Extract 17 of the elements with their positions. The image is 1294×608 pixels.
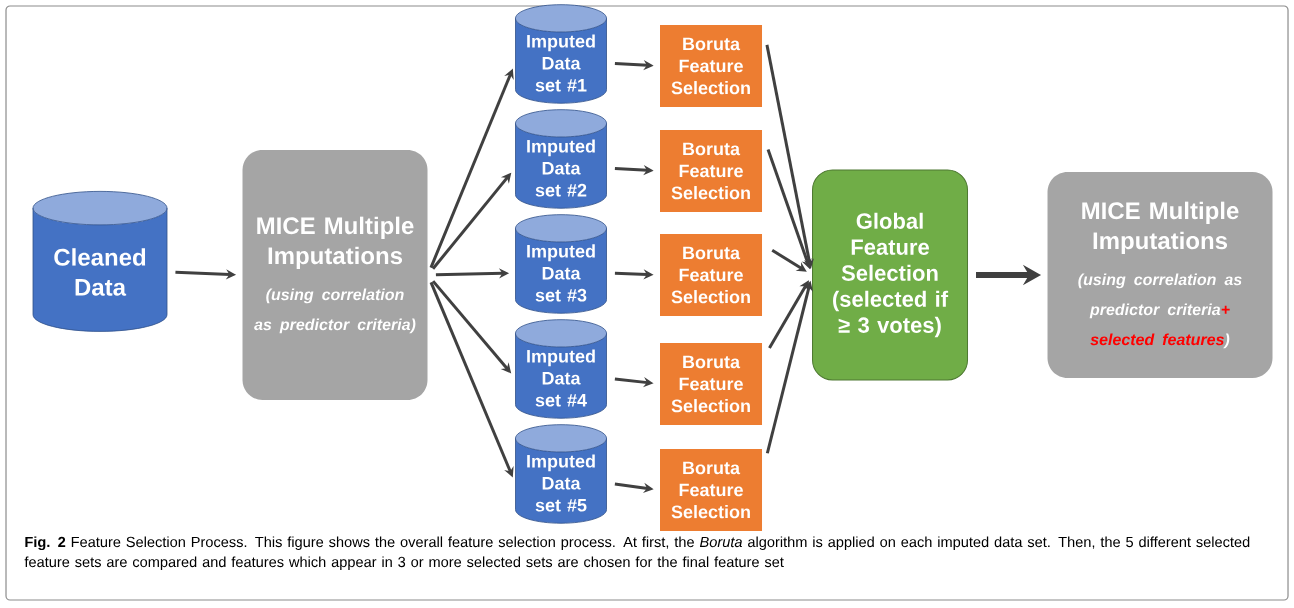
cylinder: Cleaned Data [32, 191, 168, 332]
cylinder: Imputed Data set #1 [515, 4, 607, 104]
arrow [771, 248, 807, 272]
process-box: Boruta Feature Selection [660, 449, 762, 531]
process-box: MICE Multiple Imputations (using correlation as predictor criteria+ selected features) [1047, 172, 1273, 378]
process-box: MICE Multiple Imputations (using correlation as predictor criteria) [242, 150, 428, 400]
cylinder: Imputed Data set #5 [515, 424, 607, 524]
process-box: Boruta Feature Selection [660, 25, 762, 107]
process-box: Boruta Feature Selection [660, 343, 762, 425]
cylinder: Imputed Data set #3 [515, 214, 607, 314]
process-box: Global Feature Selection (selected if ≥ 3 votes) [812, 169, 968, 381]
cylinder: Imputed Data set #2 [515, 109, 607, 209]
cylinder: Imputed Data set #4 [515, 319, 607, 419]
caption: Fig. 2 Feature Selection Process. This figure shows the overall feature selection process. At first, the Boruta algorithm is applied on each imputed data set. Then, the 5 different selected feature sets are compared and features which appear in 3 or more selected sets are chosen for the final feature set [24, 536, 1250, 570]
process-box: Boruta Feature Selection [660, 234, 762, 316]
arrow [768, 280, 809, 349]
process-box: Boruta Feature Selection [660, 130, 762, 212]
